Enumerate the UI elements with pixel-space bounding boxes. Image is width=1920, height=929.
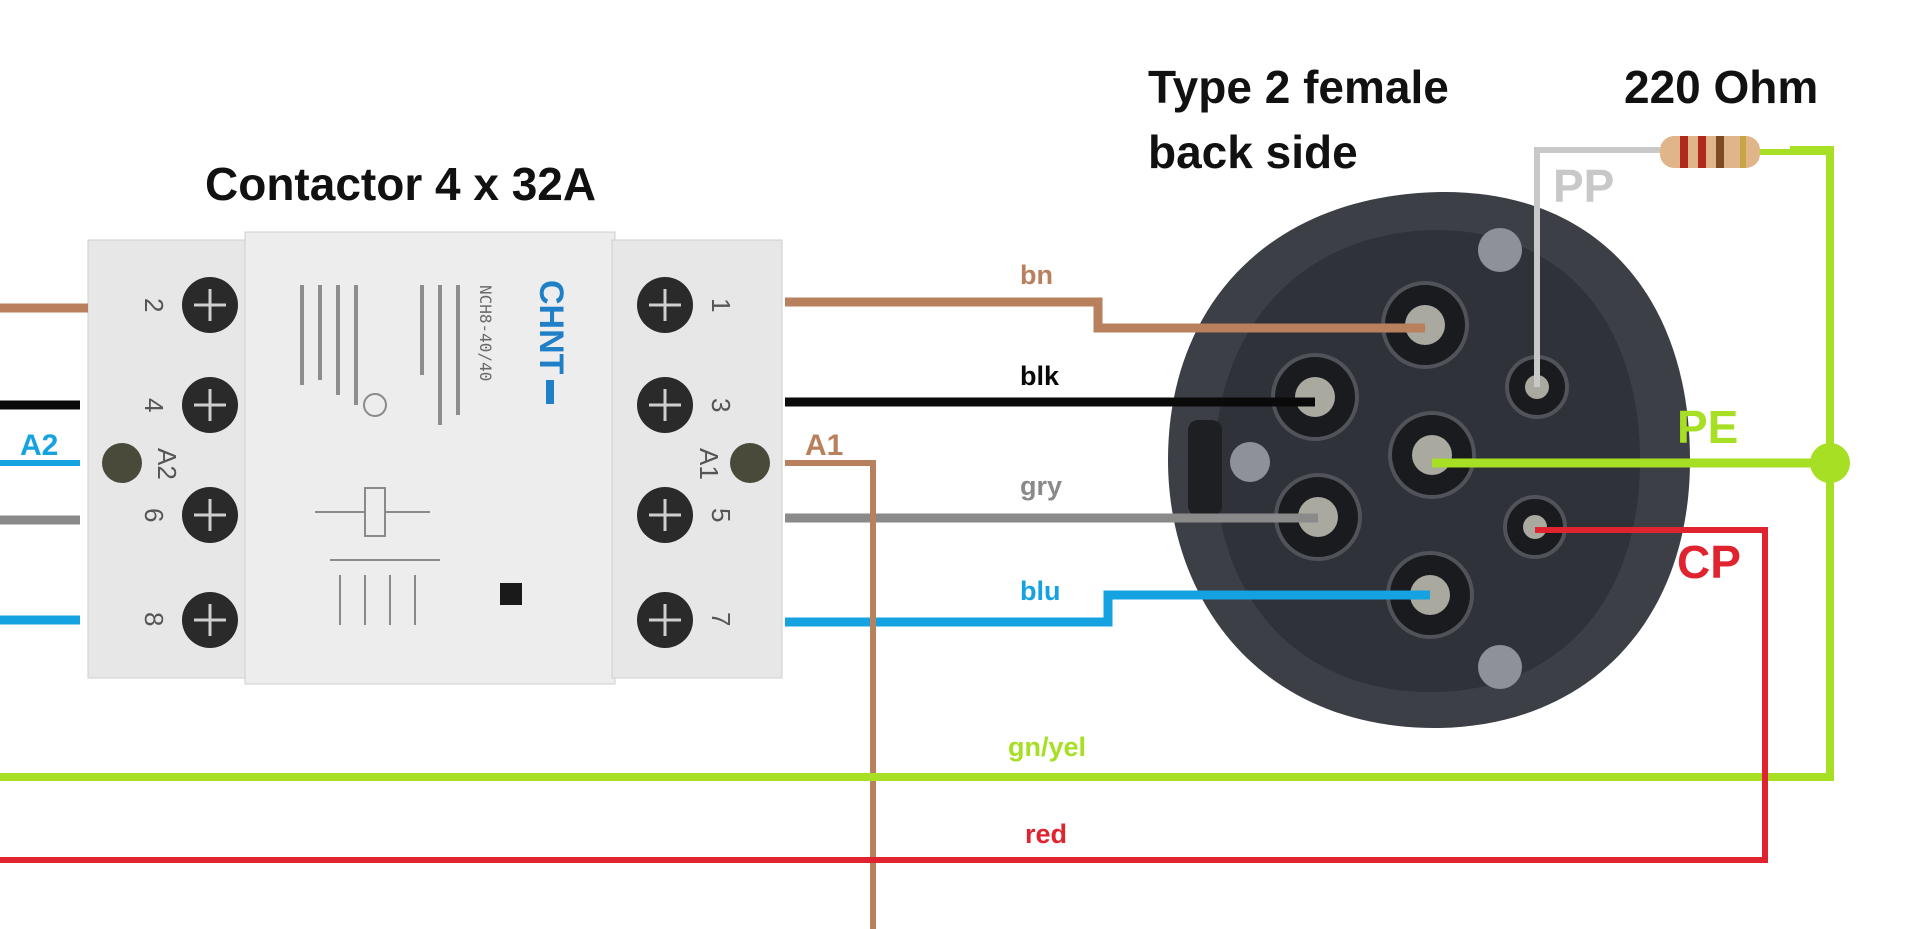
wire-label-blu: blu [1020, 576, 1061, 606]
pin-l2-core [1295, 377, 1335, 417]
status-window [500, 583, 522, 605]
wire-label-gn-yel: gn/yel [1008, 732, 1086, 762]
mounting-screw-icon [1478, 228, 1522, 272]
wires [0, 146, 1850, 929]
wire-bn [785, 297, 1425, 333]
contactor-schematic-icon [315, 487, 440, 625]
right-terminal-screws [637, 277, 770, 648]
resistor-band [1698, 136, 1706, 168]
terminal-number-8: 8 [139, 612, 169, 626]
terminal-number-a2: A2 [152, 448, 182, 480]
resistor-band [1740, 136, 1746, 168]
wire-blu [785, 590, 1430, 627]
certification-mark-icon [363, 393, 387, 417]
pin-pe-core [1412, 435, 1452, 475]
terminal-number-2: 2 [139, 298, 169, 312]
wire-label-blk: blk [1020, 361, 1060, 391]
terminal-number-4: 4 [139, 398, 169, 412]
resistor [1660, 136, 1760, 168]
resistor-title: 220 Ohm [1624, 61, 1818, 113]
wire-label-gry: gry [1020, 471, 1062, 501]
resistor-band [1716, 136, 1724, 168]
pin-label-cp: CP [1677, 536, 1741, 588]
terminal-number-3: 3 [706, 398, 736, 412]
terminal-number-1: 1 [706, 298, 736, 312]
wire-label-bn: bn [1020, 260, 1053, 290]
contactor: CHNT NCH8-40/40 [87, 231, 783, 685]
terminal-number-a1: A1 [694, 448, 724, 480]
brand-underline [546, 380, 554, 404]
terminal-number-5: 5 [706, 508, 736, 522]
wire-pp [1534, 147, 1660, 387]
junction-dot [1810, 443, 1850, 483]
connector-latch [1188, 420, 1222, 516]
connector-title-line2: back side [1148, 126, 1358, 178]
pin-label-pe: PE [1677, 401, 1738, 453]
left-terminal-screws [102, 277, 238, 648]
terminal-number-7: 7 [706, 612, 736, 626]
coil-screw-icon [730, 443, 770, 483]
contactor-title: Contactor 4 x 32A [205, 158, 596, 210]
mounting-screw-icon [1478, 645, 1522, 689]
contactor-model: NCH8-40/40 [476, 285, 495, 381]
wire-cp [0, 527, 1768, 863]
terminal-number-6: 6 [139, 508, 169, 522]
coil-label-a2: A2 [20, 429, 58, 462]
coil-label-a1: A1 [805, 429, 843, 462]
connector-title-line1: Type 2 female [1148, 61, 1449, 113]
contactor-body [244, 231, 616, 685]
wire-label-red: red [1025, 819, 1067, 849]
coil-screw-icon [102, 443, 142, 483]
pin-label-pp: PP [1553, 160, 1614, 212]
resistor-band [1680, 136, 1688, 168]
contactor-spec-print [300, 285, 460, 425]
mounting-screw-icon [1230, 442, 1270, 482]
contactor-brand: CHNT [532, 280, 570, 375]
